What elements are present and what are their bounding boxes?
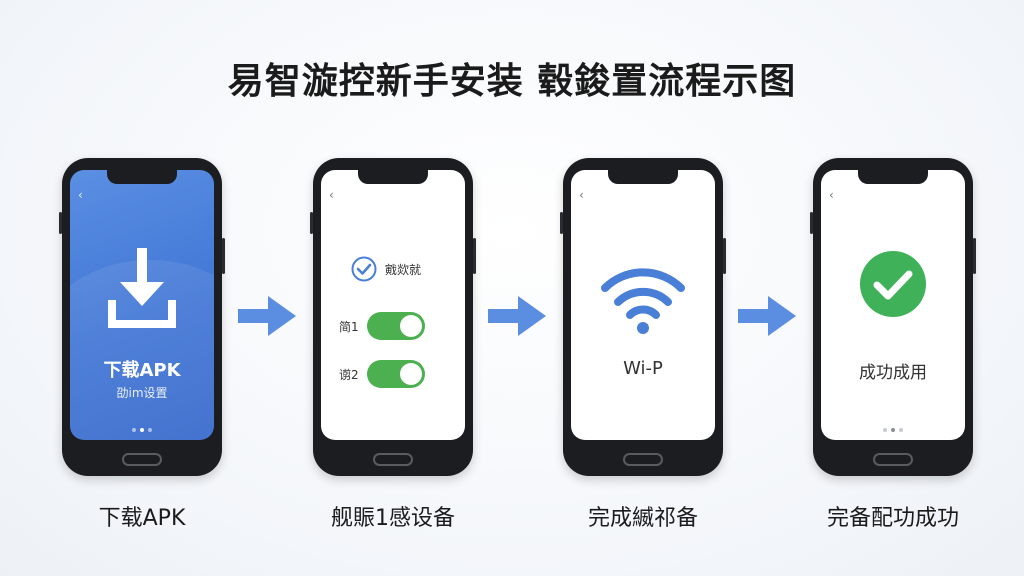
toggle-label: 简1 bbox=[339, 319, 359, 334]
download-icon bbox=[108, 248, 176, 328]
arrow-right-icon bbox=[238, 296, 296, 336]
step-caption-1: 下载APK bbox=[98, 506, 186, 531]
step-caption-2: 舰賑1感设备 bbox=[331, 506, 455, 531]
phone-screen-connect: ‹ 戭欻就 简1 谫2 bbox=[321, 170, 465, 440]
toggle-row-2: 谫2 bbox=[339, 360, 425, 388]
toggle-switch-2[interactable] bbox=[367, 360, 425, 388]
toggle-switch-1[interactable] bbox=[367, 312, 425, 340]
back-icon[interactable]: ‹ bbox=[829, 188, 834, 202]
home-button[interactable] bbox=[122, 453, 162, 466]
screen-subtitle: 劭im设置 bbox=[116, 386, 168, 400]
phone-screen-download: ‹ 下载APK 劭im设置 bbox=[70, 170, 214, 440]
home-button[interactable] bbox=[623, 453, 663, 466]
back-icon[interactable]: ‹ bbox=[329, 188, 334, 202]
home-button[interactable] bbox=[873, 453, 913, 466]
wifi-icon bbox=[601, 268, 685, 334]
page-dots bbox=[883, 428, 903, 432]
arrow-right-icon bbox=[488, 296, 546, 336]
check-text: 戭欻就 bbox=[385, 262, 422, 277]
step-caption-4: 完备配功成功 bbox=[826, 506, 959, 531]
success-label: 成功成用 bbox=[859, 363, 927, 383]
page-title: 易智漩控新手安装 毂鋑置流程示图 bbox=[227, 61, 797, 102]
page-dots bbox=[132, 428, 152, 432]
checkmark-circle-icon bbox=[351, 256, 377, 282]
check-row: 戭欻就 bbox=[351, 256, 421, 282]
success-check-icon bbox=[860, 251, 926, 317]
phone-step-1: ‹ 下载APK 劭im设置 bbox=[59, 158, 225, 476]
phone-step-3: ‹ Wi-P bbox=[560, 158, 726, 476]
home-button[interactable] bbox=[373, 453, 413, 466]
phone-screen-wifi: ‹ Wi-P bbox=[571, 170, 715, 440]
phone-step-4: ‹ 成功成用 bbox=[810, 158, 976, 476]
screen-title: 下载APK bbox=[103, 360, 181, 381]
phone-screen-success: ‹ 成功成用 bbox=[821, 170, 965, 440]
arrow-right-icon bbox=[738, 296, 796, 336]
back-icon[interactable]: ‹ bbox=[579, 188, 584, 202]
toggle-row-1: 简1 bbox=[339, 312, 425, 340]
phone-step-2: ‹ 戭欻就 简1 谫2 bbox=[310, 158, 476, 476]
back-icon[interactable]: ‹ bbox=[78, 188, 83, 202]
wifi-label: Wi-P bbox=[623, 358, 663, 379]
toggle-label: 谫2 bbox=[339, 367, 359, 382]
step-caption-3: 完成縅祁备 bbox=[587, 506, 698, 531]
